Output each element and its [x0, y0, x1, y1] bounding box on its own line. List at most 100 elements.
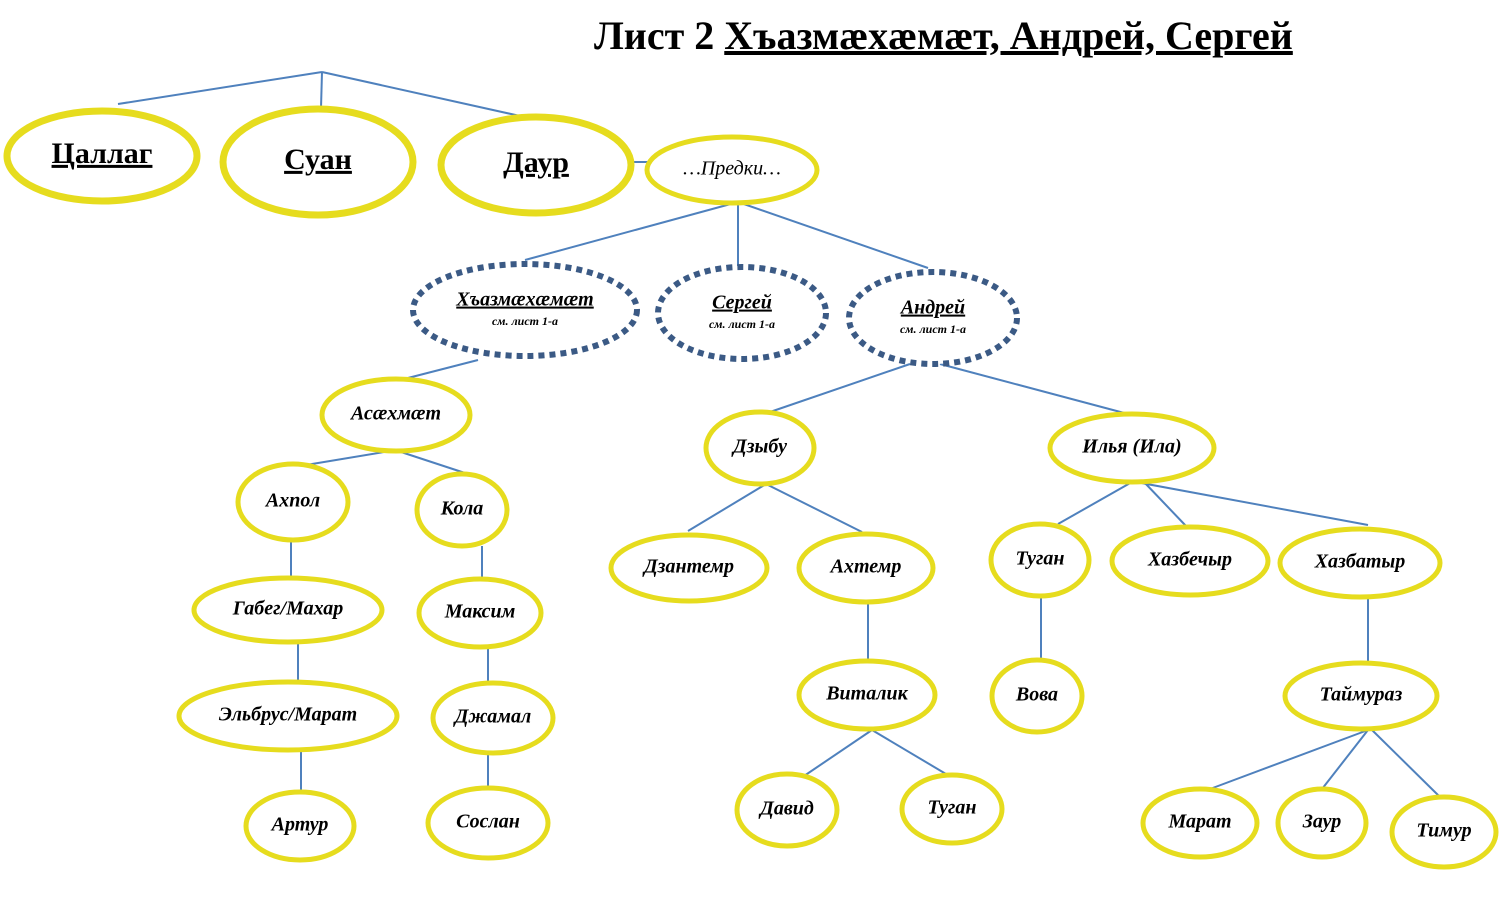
edge-dzybu-dzantemr: [687, 483, 767, 532]
node-sublabel: см. лист 1-а: [709, 317, 775, 331]
page-title: Лист 2 Хъазмæхæмæт, Андрей, Сергей: [594, 14, 1293, 58]
node-label: Андрей: [899, 297, 965, 319]
node-ellipse: [988, 521, 1092, 599]
node-label: Давид: [758, 798, 814, 820]
node-label: Марат: [1167, 811, 1231, 833]
node-ellipse: [219, 105, 417, 219]
node-marat: Марат: [1140, 786, 1260, 860]
node-label: Максим: [444, 601, 516, 623]
node-maksim: Максим: [416, 576, 544, 650]
node-khazbechyr: Хазбечыр: [1109, 524, 1271, 598]
node-label: Дзантемр: [642, 556, 734, 578]
edge-taymuraz-marat: [1209, 729, 1369, 790]
title-names: Хъазмæхæмæт, Андрей, Сергей: [724, 13, 1293, 58]
node-label: Джамал: [453, 706, 531, 728]
node-dzybu: Дзыбу: [703, 409, 817, 487]
node-ellipse: [437, 113, 635, 217]
node-ellipse: [430, 680, 556, 756]
node-label: Таймураз: [1320, 684, 1403, 706]
node-ellipse: [655, 264, 829, 362]
node-label: Хазбатыр: [1314, 551, 1406, 573]
node-ellipse: [319, 376, 473, 454]
node-daur: Даур: [437, 113, 635, 217]
edge-andrey-ilya: [939, 363, 1129, 415]
nodes-layer: Цаллаг Суан Даур …Предки… Хъазмæхæмæт см. лис…: [3, 105, 1499, 870]
edge-asakhmat-akhpol: [305, 450, 391, 466]
node-elbrus: Эльбрус/Марат: [176, 679, 400, 753]
node-vova: Вова: [989, 657, 1085, 735]
node-ellipse: [176, 679, 400, 753]
node-ellipse: [410, 261, 640, 359]
node-label: Дзыбу: [731, 436, 787, 458]
edge-root-daur: [321, 71, 521, 117]
node-ellipse: [644, 134, 820, 206]
node-ellipse: [416, 576, 544, 650]
node-akhpol: Ахпол: [235, 461, 351, 543]
node-dzhamal: Джамал: [430, 680, 556, 756]
node-label: Асæхмæт: [349, 403, 441, 425]
node-ellipse: [989, 657, 1085, 735]
node-sergey: Сергей см. лист 1-а: [655, 264, 829, 362]
node-asakhmat: Асæхмæт: [319, 376, 473, 454]
node-kola: Кола: [414, 471, 510, 549]
node-label: Габег/Махар: [232, 598, 344, 620]
node-ellipse: [1140, 786, 1260, 860]
node-label: Эльбрус/Марат: [219, 704, 357, 726]
node-ellipse: [796, 531, 936, 605]
node-ellipse: [1109, 524, 1271, 598]
node-ellipse: [191, 575, 385, 645]
node-label: Даур: [503, 146, 569, 179]
node-soslan: Сослан: [425, 785, 551, 861]
node-label: Хъазмæхæмæт: [455, 289, 593, 311]
node-label: Заур: [1302, 811, 1342, 833]
node-ilya: Илья (Ила): [1047, 411, 1217, 485]
node-label: Ахтемр: [829, 556, 902, 578]
edge-vitalik-david: [803, 729, 873, 777]
title-prefix: Лист 2: [594, 13, 715, 58]
node-label: Хазбечыр: [1147, 549, 1232, 571]
node-david: Давид: [734, 771, 840, 849]
edge-predki-khazmakhamat: [524, 201, 739, 261]
node-khazbatyr: Хазбатыр: [1277, 526, 1443, 600]
node-ellipse: [425, 785, 551, 861]
node-khazmakhamat: Хъазмæхæмæт см. лист 1-а: [410, 261, 640, 359]
node-ellipse: [1389, 794, 1499, 870]
node-timur: Тимур: [1389, 794, 1499, 870]
edge-root-suan: [320, 71, 323, 109]
node-gabeg: Габег/Махар: [191, 575, 385, 645]
node-label: Цаллаг: [52, 137, 153, 170]
edge-khazmakhamat-asakhmat: [403, 359, 479, 380]
node-tugan: Туган: [988, 521, 1092, 599]
node-ellipse: [1282, 660, 1440, 732]
node-label: Артур: [270, 814, 329, 836]
node-ellipse: [414, 471, 510, 549]
node-predki: …Предки…: [644, 134, 820, 206]
edge-ilya-khazbechyr: [1143, 481, 1187, 527]
node-label: Тимур: [1416, 820, 1471, 842]
node-label: Ахпол: [264, 490, 320, 512]
node-label: Туган: [927, 797, 976, 819]
node-ellipse: [899, 772, 1005, 846]
edge-predki-andrey: [737, 201, 929, 269]
node-sublabel: см. лист 1-а: [492, 314, 558, 328]
node-zaur: Заур: [1275, 786, 1369, 860]
edge-taymuraz-zaur: [1321, 729, 1369, 790]
node-label: Вова: [1015, 684, 1058, 706]
node-tugan2: Туган: [899, 772, 1005, 846]
node-ellipse: [1277, 526, 1443, 600]
node-ellipse: [703, 409, 817, 487]
edge-root-tsallag: [117, 71, 323, 105]
node-ellipse: [235, 461, 351, 543]
node-label: Виталик: [825, 683, 908, 705]
edge-dzybu-akhtemr: [765, 483, 863, 533]
node-ellipse: [1047, 411, 1217, 485]
node-suan: Суан: [219, 105, 417, 219]
node-ellipse: [3, 107, 201, 205]
node-ellipse: [243, 789, 357, 863]
node-ellipse: [796, 658, 938, 732]
edge-asakhmat-kola: [397, 450, 469, 475]
node-taymuraz: Таймураз: [1282, 660, 1440, 732]
node-ellipse: [846, 269, 1020, 367]
node-label: Сергей: [712, 292, 772, 314]
node-vitalik: Виталик: [796, 658, 938, 732]
